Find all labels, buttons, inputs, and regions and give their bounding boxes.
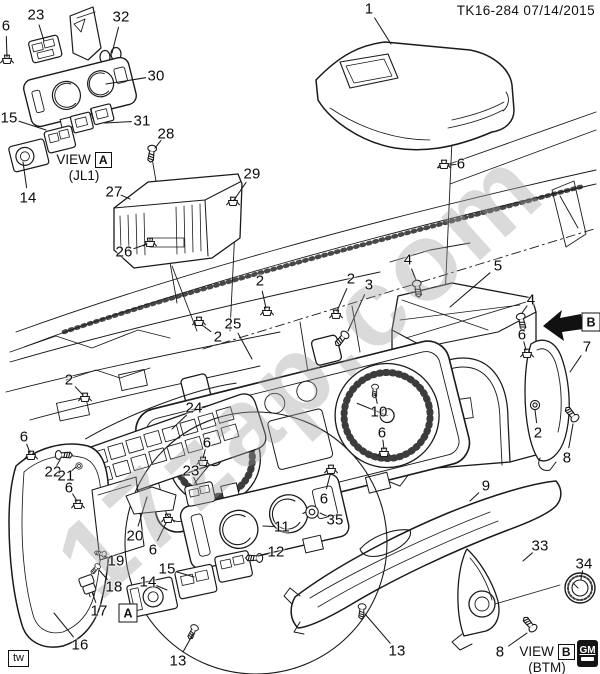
callout-8-22: 8 bbox=[562, 449, 572, 467]
callout-25-24: 25 bbox=[224, 315, 242, 333]
part-1-ip-top-cover bbox=[315, 41, 515, 151]
gm-logo-bar bbox=[581, 657, 594, 661]
callout-2-14: 2 bbox=[346, 270, 356, 288]
nut-glyph bbox=[75, 462, 83, 470]
view-b-letter-box: B bbox=[557, 644, 575, 661]
callout-6-37: 6 bbox=[319, 490, 329, 508]
callout-32-2: 32 bbox=[112, 8, 130, 26]
callout-23-33: 23 bbox=[182, 462, 200, 480]
callout-23-0: 23 bbox=[27, 6, 45, 24]
detail-circle-view-a bbox=[78, 411, 388, 674]
callout-2-25: 2 bbox=[64, 371, 74, 389]
view-a-word: VIEW bbox=[56, 152, 91, 167]
part-7-right-end-cap bbox=[524, 339, 570, 471]
screw-glyph bbox=[185, 622, 200, 642]
callout-13-48: 13 bbox=[388, 642, 406, 660]
drawing-code: TK16-284 07/14/2015 bbox=[456, 3, 595, 18]
part-34-round-bezel bbox=[564, 572, 596, 604]
view-a-letter-box: A bbox=[94, 152, 112, 169]
callout-14-6: 14 bbox=[19, 189, 37, 207]
view-a-label: VIEW A (JL1) bbox=[52, 152, 116, 184]
screw-glyph bbox=[245, 553, 264, 563]
callout-2-23: 2 bbox=[213, 328, 223, 346]
callout-6-12: 6 bbox=[456, 155, 466, 173]
callout-13-47: 13 bbox=[169, 652, 187, 670]
callout-8-52: 8 bbox=[495, 643, 505, 661]
callout-11-39: 11 bbox=[274, 518, 290, 536]
callout-33-50: 33 bbox=[531, 537, 549, 555]
callout-4-18: 4 bbox=[526, 291, 536, 309]
view-b-sub: (BTM) bbox=[528, 660, 566, 674]
inset-marker-a: A bbox=[118, 603, 138, 623]
callout-16-46: 16 bbox=[71, 636, 89, 654]
leader-lines bbox=[5, 17, 584, 653]
callout-34-51: 34 bbox=[575, 555, 593, 573]
callout-30-3: 30 bbox=[147, 67, 165, 85]
part-23-switch bbox=[184, 481, 216, 507]
callout-10-27: 10 bbox=[370, 403, 388, 421]
callout-21-31: 21 bbox=[57, 467, 75, 485]
view-a-sub: (JL1) bbox=[68, 168, 100, 184]
view-b-label: VIEW B (BTM) bbox=[516, 644, 578, 674]
part-17-connector bbox=[78, 574, 97, 598]
clip-glyph bbox=[329, 309, 343, 320]
part-20-bracket bbox=[125, 486, 177, 515]
corner-tag-tw: tw bbox=[8, 650, 29, 667]
view-b-word: VIEW bbox=[519, 644, 554, 659]
callout-6-36: 6 bbox=[202, 434, 212, 452]
callout-6-29: 6 bbox=[19, 428, 29, 446]
callout-27-8: 27 bbox=[105, 183, 123, 201]
callout-2-21: 2 bbox=[533, 424, 543, 442]
clip-glyph bbox=[260, 306, 274, 317]
callout-31-5: 31 bbox=[133, 112, 151, 130]
callout-2-13: 2 bbox=[255, 272, 265, 290]
callout-12-40: 12 bbox=[267, 543, 285, 561]
callout-22-30: 22 bbox=[44, 463, 62, 481]
clip-glyph bbox=[78, 392, 92, 403]
direction-letter-b: B bbox=[581, 312, 600, 332]
callout-6-32: 6 bbox=[64, 479, 74, 497]
detail-view-a-parts bbox=[8, 6, 137, 173]
nut-glyph bbox=[529, 399, 541, 411]
callout-15-41: 15 bbox=[158, 560, 176, 578]
callout-9-49: 9 bbox=[481, 477, 491, 495]
direction-arrow-b bbox=[543, 310, 583, 341]
callout-6-1: 6 bbox=[1, 17, 11, 35]
callout-24-26: 24 bbox=[185, 399, 203, 417]
callout-19-43: 19 bbox=[107, 552, 125, 570]
screw-glyph bbox=[520, 614, 539, 635]
callout-15-4: 15 bbox=[0, 109, 18, 127]
gm-logo: GM bbox=[577, 640, 598, 667]
callout-1-11: 1 bbox=[364, 0, 374, 18]
callout-14-42: 14 bbox=[139, 573, 157, 591]
callout-5-17: 5 bbox=[493, 257, 503, 275]
callout-26-10: 26 bbox=[115, 243, 133, 261]
screw-glyph bbox=[356, 602, 367, 620]
part-33-corner-trim bbox=[451, 548, 561, 651]
gm-logo-text: GM bbox=[579, 645, 596, 656]
callout-6-19: 6 bbox=[517, 326, 527, 344]
callout-29-9: 29 bbox=[243, 165, 261, 183]
callout-17-45: 17 bbox=[90, 602, 108, 620]
part-27-module bbox=[113, 173, 243, 269]
callout-20-34: 20 bbox=[126, 527, 144, 545]
callout-35-38: 35 bbox=[326, 511, 344, 529]
callout-18-44: 18 bbox=[105, 578, 123, 596]
part-9-knee-bolster bbox=[283, 480, 562, 635]
callout-6-28: 6 bbox=[377, 424, 387, 442]
callout-28-7: 28 bbox=[157, 125, 175, 143]
callout-6-35: 6 bbox=[148, 541, 158, 559]
callout-7-20: 7 bbox=[582, 338, 592, 356]
callout-4-16: 4 bbox=[403, 251, 413, 269]
detail-circle-switches bbox=[126, 550, 253, 618]
callout-3-15: 3 bbox=[364, 276, 374, 294]
